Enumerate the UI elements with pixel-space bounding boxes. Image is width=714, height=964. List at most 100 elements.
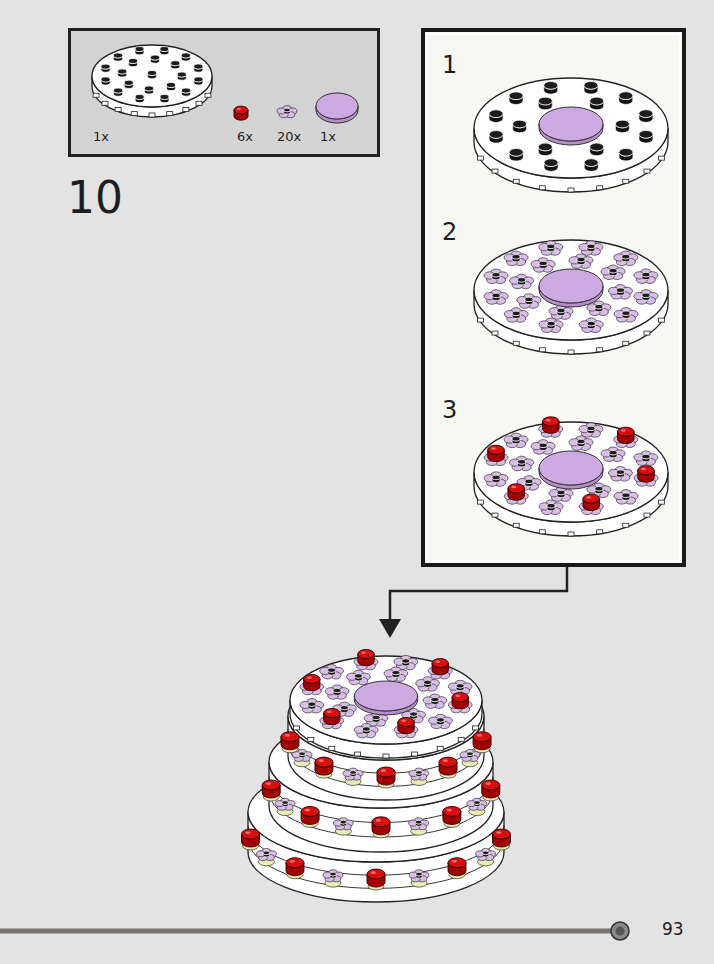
flower-petal (465, 749, 474, 755)
plate-notch (597, 186, 603, 190)
page-dot-inner (616, 927, 625, 936)
brick-top (124, 80, 133, 85)
brick-top (577, 257, 585, 261)
brick-top (194, 64, 203, 69)
plate-notch (623, 179, 629, 183)
stud-highlight (641, 468, 646, 470)
brick-top (431, 697, 439, 701)
brick-top (135, 47, 144, 52)
brick-top (622, 254, 630, 258)
brick-top (377, 767, 395, 777)
brick-top (340, 705, 348, 709)
brick-top (299, 752, 306, 756)
plate-notch (149, 113, 155, 117)
brick-top (402, 659, 410, 663)
brick-top (452, 693, 468, 702)
brick-top (638, 466, 654, 475)
plate-notch (492, 513, 498, 517)
flower-petal (262, 849, 271, 855)
stud-highlight (285, 734, 290, 737)
brick-top (474, 801, 481, 805)
substep-number: 3 (442, 398, 457, 422)
brick-top (492, 829, 510, 839)
brick-top (642, 272, 650, 276)
brick-top (358, 650, 374, 659)
parts-list-art (92, 45, 358, 123)
brick-top (622, 493, 630, 497)
brick-top (639, 130, 653, 138)
plate-notch (644, 513, 650, 517)
brick-top (372, 817, 390, 827)
stud-highlight (245, 831, 250, 834)
brick-top (642, 454, 650, 458)
page-number: 93 (662, 921, 684, 938)
brick-top (539, 261, 547, 265)
plate-notch (458, 737, 464, 741)
brick-top (150, 55, 159, 60)
brick-top (448, 858, 466, 868)
brick-top (92, 45, 212, 107)
stud-highlight (266, 782, 271, 785)
brick-top (618, 427, 634, 436)
plate-notch (513, 179, 519, 183)
stud-highlight (376, 819, 381, 822)
brick-top (539, 269, 603, 303)
brick-top (584, 159, 598, 167)
brick-top (281, 732, 299, 742)
plate-notch (411, 752, 417, 756)
brick-top (488, 445, 504, 454)
brick-top (615, 120, 629, 128)
brick-top (492, 475, 500, 479)
brick-top (416, 872, 423, 876)
stud-highlight (435, 661, 440, 663)
brick-top (263, 851, 270, 855)
brick-top (308, 702, 316, 706)
brick-top (181, 53, 190, 58)
brick-top (543, 417, 559, 426)
flower-petal (414, 818, 423, 824)
brick-top (616, 288, 624, 292)
brick-top (456, 684, 464, 688)
panel-rim (427, 34, 680, 561)
brick-top (474, 240, 668, 340)
brick-top (525, 297, 533, 301)
brick-top (482, 780, 500, 790)
brick-top (587, 426, 595, 430)
brick-top (424, 680, 432, 684)
stud-highlight (371, 871, 376, 874)
brick-top (443, 806, 461, 816)
substep-number: 2 (442, 220, 457, 244)
substep-number: 1 (442, 53, 457, 77)
plate-notch (308, 737, 314, 741)
plate-notch (205, 93, 211, 97)
brick-top (539, 451, 603, 485)
brick-top (242, 829, 260, 839)
brick-top (508, 484, 524, 493)
flower-petal (283, 106, 292, 112)
brick-top (547, 244, 555, 248)
plate-notch (329, 746, 335, 750)
page-bar (0, 929, 612, 934)
brick-top (101, 64, 110, 69)
brick-top (282, 801, 289, 805)
plate-notch (658, 318, 664, 322)
brick-top (474, 422, 668, 522)
plate-notch (102, 101, 108, 105)
plate-notch (437, 746, 443, 750)
plate-notch (513, 523, 519, 527)
plate-notch (568, 350, 574, 354)
stud-highlight (401, 720, 406, 722)
brick-top (595, 304, 603, 308)
flower-petal (415, 870, 424, 876)
brick-top (474, 78, 668, 178)
stud-highlight (307, 677, 312, 679)
brick-top (518, 460, 526, 464)
stud-highlight (290, 860, 295, 863)
brick-top (166, 83, 175, 88)
brick-top (616, 470, 624, 474)
brick-top (129, 59, 138, 64)
brick-top (354, 674, 362, 678)
flower-petal (472, 798, 481, 804)
brick-top (415, 820, 422, 824)
